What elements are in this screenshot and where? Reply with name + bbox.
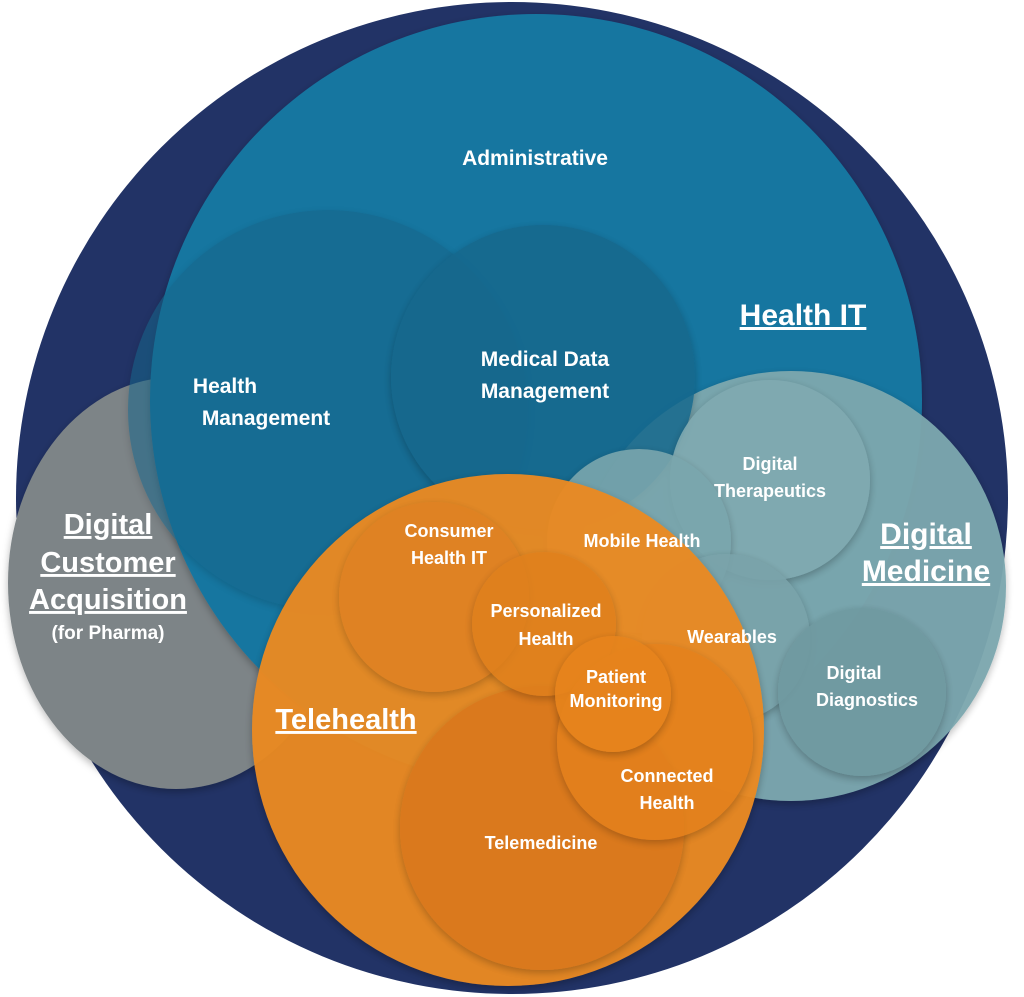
digital-customer-acquisition-note: (for Pharma) (52, 623, 165, 644)
mobile-health-label: Mobile Health (583, 531, 700, 551)
digital-diagnostics-circle (778, 608, 946, 776)
medical-data-management-label-line2: Management (481, 380, 609, 403)
digital-customer-acquisition-label-line1: Digital (64, 509, 153, 541)
digital-medicine-label-line1: Digital (880, 518, 972, 551)
digital-medicine-label-line2: Medicine (862, 555, 990, 588)
digital-therapeutics-label-line2: Therapeutics (714, 481, 826, 501)
medical-data-management-label-line1: Medical Data (481, 348, 610, 371)
patient-monitoring-label-line1: Patient (586, 667, 646, 687)
connected-health-label-line2: Health (639, 793, 694, 813)
patient-monitoring-label-line2: Monitoring (570, 691, 663, 711)
personalized-health-label-line2: Health (518, 629, 573, 649)
personalized-health-label-line1: Personalized (490, 601, 601, 621)
digital-therapeutics-label-line1: Digital (742, 454, 797, 474)
health-management-label-line2: Management (202, 407, 330, 430)
digital-customer-acquisition-label-line2: Customer (40, 547, 175, 579)
consumer-health-it-label-line2: Health IT (411, 548, 487, 568)
patient-monitoring-circle (555, 636, 671, 752)
administrative-label: Administrative (462, 147, 608, 170)
health-it-label: Health IT (740, 299, 867, 332)
wearables-label: Wearables (687, 627, 777, 647)
telehealth-label: Telehealth (275, 704, 416, 736)
telemedicine-label: Telemedicine (485, 833, 598, 853)
digital-customer-acquisition-label-line3: Acquisition (29, 584, 187, 616)
digital-diagnostics-label-line2: Diagnostics (816, 690, 918, 710)
connected-health-label-line1: Connected (620, 766, 713, 786)
digital-diagnostics-label-line1: Digital (826, 663, 881, 683)
health-management-label-line1: Health (193, 375, 257, 398)
consumer-health-it-label-line1: Consumer (404, 521, 493, 541)
